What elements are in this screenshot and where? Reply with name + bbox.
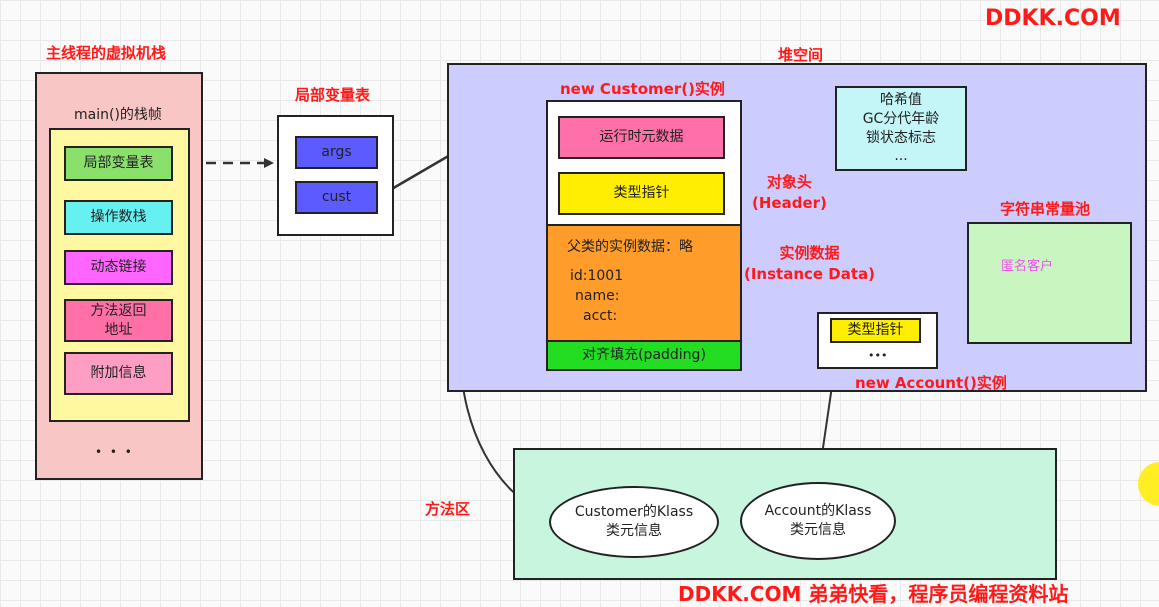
frame-label: main()的栈帧	[74, 107, 162, 123]
frame-item-operand-stack: 操作数栈	[64, 200, 173, 235]
parent-instance-data: 父类的实例数据：略	[567, 239, 693, 255]
lvt-cust: cust	[295, 181, 378, 214]
account-klass: Account的Klass 类元信息	[740, 482, 896, 560]
lvt-title: 局部变量表	[295, 86, 371, 104]
header-label: 对象头 (Header)	[752, 173, 827, 212]
customer-instance-title: new Customer()实例	[560, 80, 725, 98]
customer-klass: Customer的Klass 类元信息	[549, 486, 719, 558]
frame-item-return-address: 方法返回 地址	[64, 299, 173, 342]
field-id: id:1001	[570, 268, 624, 284]
stack-ellipsis: • • •	[95, 445, 134, 459]
lvt-args: args	[295, 136, 378, 169]
runtime-metadata: 运行时元数据	[558, 116, 725, 159]
cursor-highlight	[1138, 462, 1159, 506]
watermark-top: DDKK.COM	[985, 6, 1121, 31]
account-instance-title: new Account()实例	[855, 374, 1007, 392]
string-pool	[967, 222, 1132, 344]
stack-title: 主线程的虚拟机栈	[46, 44, 167, 62]
customer-instance-data	[546, 224, 742, 342]
frame-item-extra-info: 附加信息	[64, 352, 173, 395]
field-name: name:	[575, 288, 620, 304]
watermark-bottom: DDKK.COM 弟弟快看，程序员编程资料站	[678, 582, 1069, 606]
frame-item-dynamic-link: 动态链接	[64, 250, 173, 285]
mark-word: 哈希值 GC分代年龄 锁状态标志 ...	[835, 86, 967, 171]
padding-block: 对齐填充(padding)	[546, 340, 742, 371]
field-acct: acct:	[583, 308, 618, 324]
string-anonymous-customer: 匿名客户	[1001, 259, 1054, 274]
lvt-table	[277, 115, 394, 236]
frame-item-lvt: 局部变量表	[64, 146, 173, 181]
method-area-title: 方法区	[425, 500, 471, 518]
string-pool-title: 字符串常量池	[1000, 200, 1091, 218]
heap-title: 堆空间	[778, 46, 824, 64]
account-ellipsis: •••	[868, 349, 888, 362]
instance-data-label: 实例数据 (Instance Data)	[744, 244, 876, 283]
customer-type-pointer: 类型指针	[558, 172, 725, 215]
account-type-pointer: 类型指针	[830, 318, 921, 343]
